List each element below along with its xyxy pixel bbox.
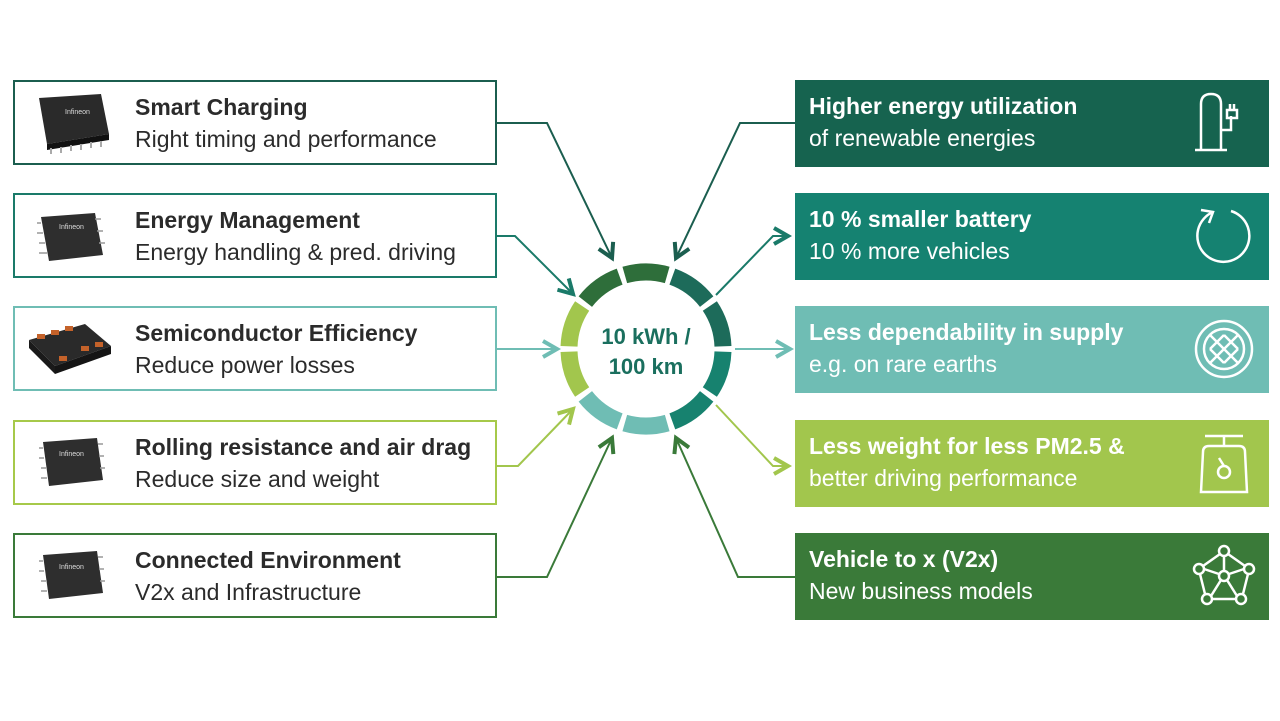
- arrow-energy-utilization: [676, 122, 795, 258]
- factor-box-connected-environment: Infineon Connected Environment V2x and I…: [13, 533, 497, 618]
- ring-segment: [578, 390, 623, 430]
- factor-title: Rolling resistance and air drag: [135, 434, 472, 460]
- chip-icon: Infineon: [39, 438, 105, 486]
- chip-icon: Infineon: [37, 213, 105, 261]
- arrow-smart-charging: [497, 122, 612, 258]
- benefit-box-v2x: Vehicle to x (V2x) New business models: [795, 533, 1269, 620]
- ring-segment: [702, 301, 732, 347]
- center-label: 10 kWh / 100 km: [584, 322, 708, 382]
- benefit-line2: e.g. on rare earths: [809, 351, 997, 377]
- network-icon: [1192, 544, 1256, 606]
- chip-icon: Infineon: [39, 94, 109, 154]
- arrow-smaller-battery: [715, 236, 788, 296]
- charging-station-icon: [1195, 92, 1239, 152]
- factor-box-energy-management: Infineon Energy Management Energy handli…: [13, 193, 497, 278]
- ring-segment: [622, 414, 670, 435]
- benefit-line2: 10 % more vehicles: [809, 238, 1010, 264]
- arrow-connected-environment: [497, 438, 612, 578]
- benefit-box-energy-utilization: Higher energy utilization of renewable e…: [795, 80, 1269, 167]
- ring-segment: [702, 351, 732, 397]
- arrow-v2x: [676, 438, 795, 578]
- factor-subtitle: V2x and Infrastructure: [135, 579, 362, 605]
- factor-title: Semiconductor Efficiency: [135, 320, 418, 346]
- benefit-line1: Vehicle to x (V2x): [809, 546, 999, 572]
- ring-segment: [560, 351, 590, 397]
- circular-arrow-icon: [1196, 208, 1251, 264]
- benefit-line1: Less weight for less PM2.5 &: [809, 433, 1125, 459]
- factor-box-smart-charging: Infineon Smart Charging Right timing and…: [13, 80, 497, 165]
- svg-text:Infineon: Infineon: [59, 564, 84, 571]
- benefit-line1: Less dependability in supply: [809, 319, 1124, 345]
- factor-subtitle: Right timing and performance: [135, 126, 437, 152]
- efficiency-ring: [560, 263, 732, 435]
- ring-segment: [560, 301, 590, 347]
- arrow-less-weight: [715, 404, 788, 466]
- svg-text:Infineon: Infineon: [59, 451, 84, 458]
- factor-subtitle: Energy handling & pred. driving: [135, 239, 456, 265]
- svg-text:Infineon: Infineon: [59, 224, 84, 231]
- arrow-energy-management: [497, 235, 573, 294]
- benefit-box-smaller-battery: 10 % smaller battery 10 % more vehicles: [795, 193, 1269, 280]
- power-module-icon: [29, 324, 111, 374]
- scale-icon: [1199, 434, 1249, 494]
- ring-segment: [669, 390, 714, 430]
- benefit-line2: better driving performance: [809, 465, 1078, 491]
- ring-segment: [578, 268, 623, 308]
- grid-sphere-icon: [1194, 319, 1254, 379]
- factor-subtitle: Reduce size and weight: [135, 466, 380, 492]
- benefit-line2: of renewable energies: [809, 125, 1036, 151]
- ring-segment: [622, 263, 670, 284]
- center-label-line2: 100 km: [608, 354, 684, 379]
- factor-title: Connected Environment: [135, 547, 401, 573]
- factor-box-rolling-resistance: Infineon Rolling resistance and air drag…: [13, 420, 497, 505]
- svg-text:Infineon: Infineon: [65, 109, 90, 116]
- arrow-rolling-resistance: [497, 409, 573, 467]
- factor-title: Energy Management: [135, 207, 360, 233]
- factor-box-semiconductor: Semiconductor Efficiency Reduce power lo…: [13, 306, 497, 391]
- benefit-line1: 10 % smaller battery: [809, 206, 1032, 232]
- factor-title: Smart Charging: [135, 94, 308, 120]
- benefit-line1: Higher energy utilization: [809, 93, 1078, 119]
- chip-icon: Infineon: [39, 551, 105, 599]
- ring-segment: [669, 268, 714, 308]
- benefit-box-dependability: Less dependability in supply e.g. on rar…: [795, 306, 1269, 393]
- factor-subtitle: Reduce power losses: [135, 352, 355, 378]
- center-label-line1: 10 kWh /: [601, 324, 691, 349]
- benefit-line2: New business models: [809, 578, 1033, 604]
- benefit-box-less-weight: Less weight for less PM2.5 & better driv…: [795, 420, 1269, 507]
